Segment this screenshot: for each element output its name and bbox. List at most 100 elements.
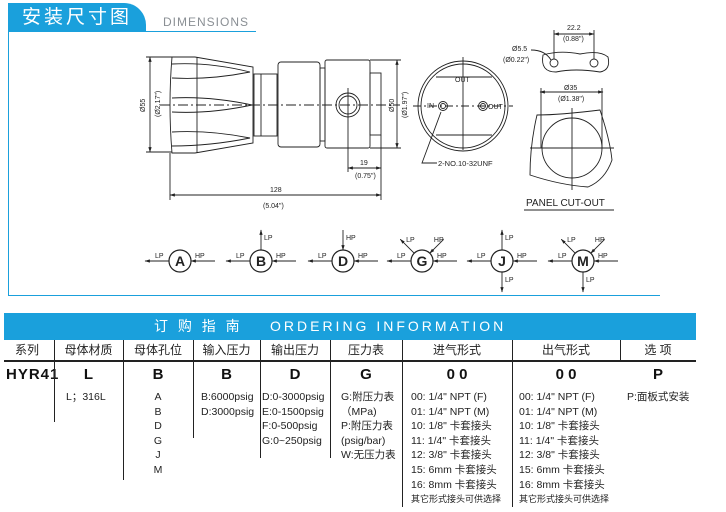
column-header-options: 选 项: [644, 343, 672, 357]
code-options: P: [652, 366, 663, 383]
code-inlet-pressure: B: [221, 366, 232, 383]
lp-label: LP: [318, 253, 327, 260]
option-port-position: A: [154, 391, 162, 403]
option-gauge: （MPa): [341, 405, 377, 418]
column-header-material: 母体材质: [64, 343, 113, 357]
label-out-top: OUT: [455, 77, 471, 84]
port-letter: A: [175, 253, 185, 269]
option-inlet-type: 10: 1/8" 卡套接头: [411, 420, 492, 433]
panel-cutout-label: PANEL CUT-OUT: [526, 198, 605, 209]
divider: [8, 32, 9, 296]
column-header-series: 系列: [14, 343, 39, 357]
lp-arrow-icon: [399, 238, 415, 254]
code-port-position: B: [152, 366, 164, 383]
option-outlet-pressure: D:0-3000psig: [262, 391, 325, 403]
ordering-title-cn: 订 购 指 南: [154, 318, 243, 334]
column-header-gauge: 压力表: [347, 343, 384, 357]
option-outlet-pressure: E:0-1500psig: [262, 405, 324, 418]
label-in: IN: [427, 103, 434, 110]
lp-label: LP: [264, 235, 273, 242]
port-config-D: D LP HP HP: [307, 230, 378, 273]
hp-label: HP: [358, 253, 368, 260]
dim-dia50-in: (Ø1.97"): [402, 92, 409, 118]
code-series: HYR41: [6, 366, 60, 383]
port-letter: B: [256, 253, 266, 269]
option-inlet-type: 16: 8mm 卡套接头: [411, 478, 497, 491]
dim-dia55-in: (Ø2.17"): [155, 91, 162, 117]
hp-label: HP: [346, 235, 356, 242]
option-inlet-type: 12: 3/8" 卡套接头: [411, 449, 492, 462]
option-outlet-type: 00: 1/4" NPT (F): [519, 391, 595, 403]
lp-label: LP: [567, 237, 576, 244]
option-outlet-type: 01: 1/4" NPT (M): [519, 405, 598, 418]
option-gauge: (psig/bar): [341, 434, 386, 447]
port-letter: M: [577, 253, 589, 269]
lp-label: LP: [155, 253, 164, 260]
hp-label: HP: [434, 237, 444, 244]
thread-spec: 2-NO.10-32UNF: [438, 159, 493, 168]
dim-dia35-in: (Ø1.38"): [558, 96, 584, 103]
regulator-side-view: [146, 56, 401, 200]
hp-arrow-icon: [429, 238, 445, 254]
column-header-port-position: 母体孔位: [133, 343, 182, 357]
end-view: [413, 57, 513, 164]
dim-dia55: Ø55: [140, 99, 147, 112]
option-port-position: B: [154, 405, 162, 418]
option-port-position: M: [153, 464, 163, 476]
lp-label: LP: [558, 253, 567, 260]
port-letter: D: [338, 253, 348, 269]
option-gauge: W:无压力表: [341, 449, 396, 462]
option-inlet-pressure: D:3000psig: [201, 405, 255, 418]
hp-label: HP: [195, 253, 205, 260]
column-divider: [620, 340, 621, 360]
option-inlet-type: 其它形式接头可供选择: [411, 494, 502, 505]
option-outlet-type: 11: 1/4" 卡套接头: [519, 434, 599, 447]
hp-label: HP: [595, 237, 605, 244]
lp-label: LP: [397, 253, 406, 260]
option-material: L；316L: [66, 391, 106, 403]
option-inlet-pressure: B:6000psig: [201, 391, 254, 403]
lp-label: LP: [505, 277, 514, 284]
port-config-A: A LP HP: [144, 249, 215, 273]
dim-22: 22.2: [567, 25, 581, 32]
option-outlet-type: 16: 8mm 卡套接头: [519, 478, 605, 491]
code-inlet-type: 0 0: [446, 366, 468, 383]
dimension-drawing: Ø55 (Ø2.17") Ø50 (Ø1.97") 19 (0.75") 128…: [140, 25, 618, 293]
code-gauge: G: [360, 366, 372, 383]
column-header-outlet-pressure: 输出压力: [270, 343, 319, 357]
option-port-position: J: [155, 449, 161, 462]
label-out: OUT: [488, 104, 504, 111]
code-outlet-type: 0 0: [555, 366, 577, 383]
code-material: L: [83, 366, 94, 383]
column-divider: [193, 340, 194, 438]
option-outlet-type: 12: 3/8" 卡套接头: [519, 449, 600, 462]
hp-label: HP: [598, 253, 608, 260]
option-outlet-type: 15: 6mm 卡套接头: [519, 464, 605, 476]
lp-label: LP: [586, 277, 595, 284]
hp-label: HP: [276, 253, 286, 260]
dim-19: 19: [360, 160, 368, 167]
dimensions-label: DIMENSIONS: [163, 15, 250, 29]
column-divider: [123, 340, 124, 480]
hp-arrow-icon: [590, 238, 606, 254]
port-letter: G: [417, 253, 428, 269]
divider: [8, 31, 256, 32]
dim-22-in: (0.88"): [563, 36, 584, 43]
dim-dia5: Ø5.5: [512, 46, 527, 53]
port-config-M: M LP LP LP HP HP: [547, 237, 618, 293]
ordering-header-bar: 订 购 指 南 ORDERING INFORMATION: [4, 313, 696, 340]
panel-cutout: [524, 88, 614, 211]
option-outlet-type: 其它形式接头可供选择: [519, 494, 610, 505]
option-options: P:面板式安装: [627, 391, 690, 403]
dim-128-in: (5.04"): [263, 203, 284, 210]
option-outlet-type: 10: 1/8" 卡套接头: [519, 420, 600, 433]
column-divider: [512, 340, 513, 507]
dim-dia35: Ø35: [564, 85, 577, 92]
column-header-inlet-pressure: 输入压力: [202, 343, 251, 357]
option-inlet-type: 15: 6mm 卡套接头: [411, 464, 497, 476]
divider: [8, 295, 660, 296]
